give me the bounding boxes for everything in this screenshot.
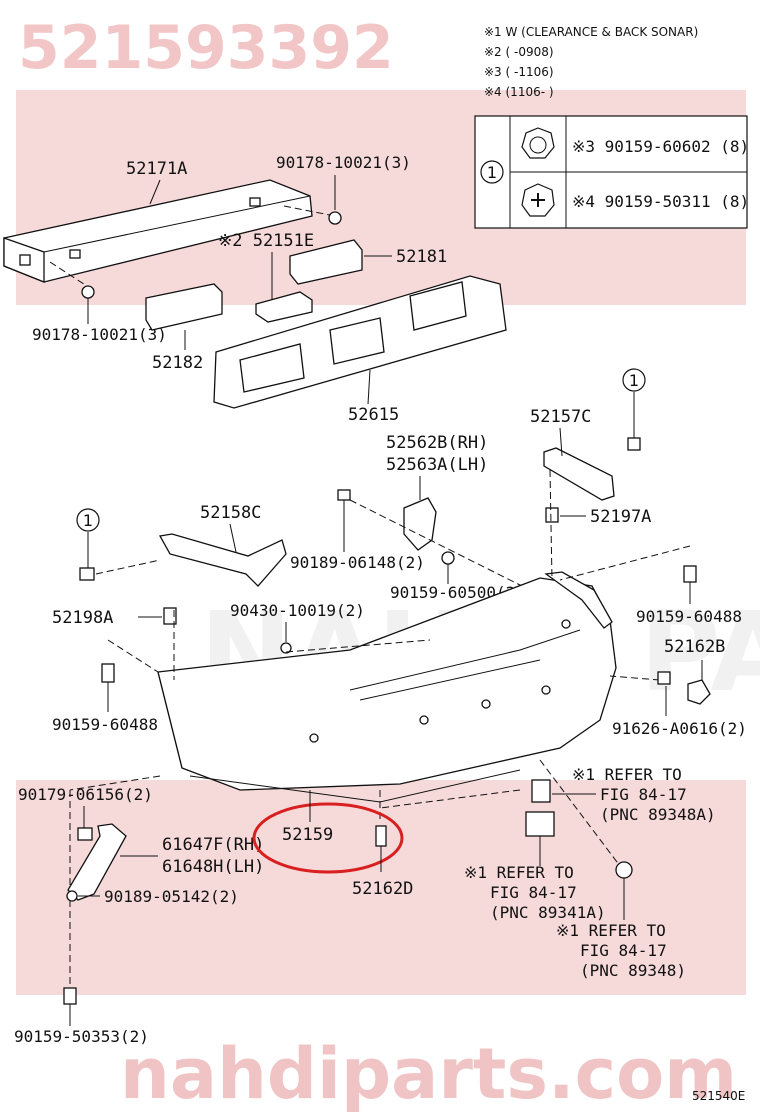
label-52182: 52182 (152, 353, 203, 373)
ref-1-line-3: (PNC 89348A) (600, 805, 716, 824)
label-52157c: 52157C (530, 407, 591, 427)
sensor-retainer-icon (615, 861, 633, 879)
screw-icon-6 (63, 987, 77, 1005)
label-52171a: 52171A (126, 159, 187, 179)
label-90159-60488-right: 90159-60488 (636, 607, 742, 626)
highlight-ellipse (252, 802, 404, 874)
nut-icon-5 (77, 827, 93, 841)
clip-icon-2 (163, 607, 177, 625)
retainer-52157c (543, 447, 615, 501)
watermark-part-number: 521593392 (18, 13, 394, 83)
label-52159: 52159 (282, 825, 333, 845)
clip-icon-3 (375, 825, 387, 847)
label-52198a: 52198A (52, 608, 113, 628)
note-1: ※1 W (CLEARANCE & BACK SONAR) (484, 25, 698, 39)
label-90189-bottom: 90189-05142(2) (104, 887, 239, 906)
screw-icon-2 (79, 567, 95, 581)
label-52615: 52615 (348, 405, 399, 425)
callout-label-2: 1 (83, 511, 93, 530)
spacer-52181 (289, 239, 363, 285)
figure-id: 521540E (692, 1089, 745, 1103)
cap-icon (687, 679, 711, 705)
absorber-52615 (213, 275, 507, 409)
label-52162d: 52162D (352, 879, 413, 899)
bolt-table: 1 ※3 90159-60602 (8) ※4 90159-50311 (8) (474, 115, 749, 229)
ref-1-line-1: ※1 REFER TO (572, 765, 682, 784)
note-3: ※3 ( -1106) (484, 65, 554, 79)
ref-2-line-3: (PNC 89341A) (490, 903, 606, 922)
phillips-screw-icon (521, 183, 555, 217)
label-90178-bottom: 90178-10021(3) (32, 325, 167, 344)
callout-label-1: 1 (629, 371, 639, 390)
note-2: ※2 ( -0908) (484, 45, 554, 59)
ref-1-line-2: FIG 84-17 (600, 785, 687, 804)
table-callout-label: 1 (487, 163, 497, 182)
screw-icon (627, 437, 641, 451)
screw-icon-4 (683, 565, 697, 583)
ref-3-line-1: ※1 REFER TO (556, 921, 666, 940)
label-52162b: 52162B (664, 637, 725, 657)
screw-icon-5 (101, 663, 115, 683)
spacer-52182 (145, 283, 223, 331)
callout-circle-2 (76, 508, 100, 532)
note-4: ※4 (1106- ) (484, 85, 554, 99)
screw-icon-3 (337, 489, 351, 501)
nut-icon-3 (441, 551, 455, 565)
sensor-bracket-icon (531, 779, 551, 803)
label-52158c: 52158C (200, 503, 261, 523)
label-52562b: 52562B(RH) (386, 433, 488, 453)
label-61647f: 61647F(RH) (162, 835, 264, 855)
label-52181: 52181 (396, 247, 447, 267)
label-52197a: 52197A (590, 507, 651, 527)
sensor-icon (525, 811, 555, 837)
nut-icon-2 (81, 285, 95, 299)
retainer-52158c (158, 533, 287, 587)
label-91626: 91626-A0616(2) (612, 719, 747, 738)
label-52151e: ※2 52151E (218, 231, 314, 251)
spacer-52151e (255, 291, 313, 323)
label-90179: 90179-06156(2) (18, 785, 153, 804)
table-row-2: ※4 90159-50311 (8) (572, 192, 749, 211)
ref-2-line-2: FIG 84-17 (490, 883, 577, 902)
bumper-cover-52159 (157, 571, 617, 803)
table-callout-circle (480, 160, 504, 184)
clip-icon (545, 507, 559, 523)
callout-circle-1 (622, 368, 646, 392)
ref-2-line-1: ※1 REFER TO (464, 863, 574, 882)
washer-icon (280, 642, 292, 654)
watermark-site: nahdiparts.com (120, 1033, 737, 1112)
hex-nut-icon (521, 127, 555, 159)
label-90189-top: 90189-06148(2) (290, 553, 425, 572)
label-52563a: 52563A(LH) (386, 455, 488, 475)
label-90159-50353: 90159-50353(2) (14, 1027, 149, 1046)
table-row-1: ※3 90159-60602 (8) (572, 137, 749, 156)
bracket-52562b (403, 497, 437, 551)
label-61648h: 61648H(LH) (162, 857, 264, 877)
nut-icon-4 (657, 671, 671, 685)
bracket-61647f (67, 823, 127, 901)
reinforcement-52171a (3, 179, 342, 299)
label-90159-60488-left: 90159-60488 (52, 715, 158, 734)
label-90430: 90430-10019(2) (230, 601, 365, 620)
label-90178-top: 90178-10021(3) (276, 153, 411, 172)
footnotes: ※1 W (CLEARANCE & BACK SONAR) ※2 ( -0908… (484, 25, 698, 99)
ref-3-line-3: (PNC 89348) (580, 961, 686, 980)
washer-icon-2 (66, 890, 78, 902)
nut-icon (328, 211, 342, 225)
ref-3-line-2: FIG 84-17 (580, 941, 667, 960)
